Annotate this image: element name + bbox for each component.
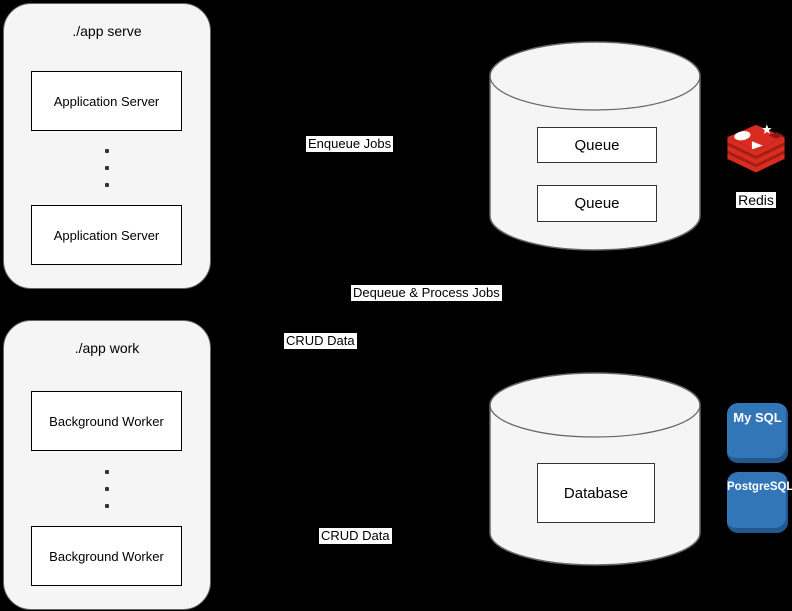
group-app-work: ./app work Background Worker Background … <box>3 320 211 610</box>
queue-node-1: Queue <box>537 127 657 163</box>
redis-block: Redis <box>722 119 790 210</box>
dot <box>105 183 109 187</box>
queue-node-2: Queue <box>537 185 657 222</box>
dot <box>105 166 109 170</box>
database-node: Database <box>537 463 655 523</box>
edge-label-dequeue-process-jobs: Dequeue & Process Jobs <box>351 285 502 301</box>
application-server-node-2: Application Server <box>31 205 182 265</box>
group-app-serve: ./app serve Application Server Applicati… <box>3 3 211 289</box>
redis-label: Redis <box>736 192 776 208</box>
background-worker-node-2: Background Worker <box>31 526 182 586</box>
dot <box>105 504 109 508</box>
vertical-ellipsis-icon <box>4 470 210 508</box>
postgresql-logo: PostgreSQL <box>727 472 792 533</box>
dot <box>105 149 109 153</box>
dot <box>105 487 109 491</box>
dot <box>105 470 109 474</box>
redis-logo-icon <box>727 124 785 173</box>
group-app-serve-title: ./app serve <box>72 23 142 39</box>
edge-label-enqueue-jobs: Enqueue Jobs <box>306 136 394 152</box>
edge-label-crud-data-top: CRUD Data <box>284 333 357 349</box>
background-worker-node-1: Background Worker <box>31 391 182 451</box>
vertical-ellipsis-icon <box>4 149 210 187</box>
edge-label-crud-data-bottom: CRUD Data <box>319 528 392 544</box>
group-app-work-title: ./app work <box>74 340 140 356</box>
application-server-node-1: Application Server <box>31 71 182 131</box>
mysql-logo: My SQL <box>727 403 788 463</box>
